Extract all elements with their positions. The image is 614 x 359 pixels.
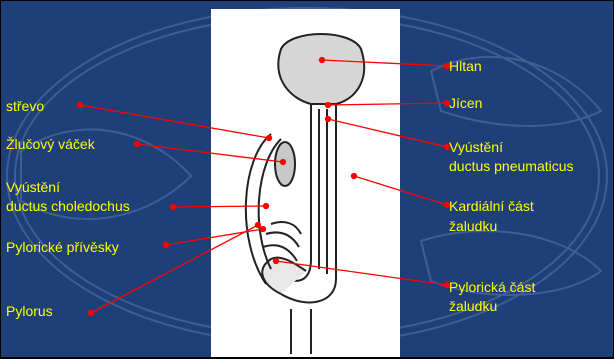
anatomy-illustration-panel [211,9,400,357]
label-vyusteni-pneumaticus-line2: ductus pneumaticus [449,157,574,175]
label-zlucovy-vacek: Žlučový váček [6,135,95,153]
label-hltan: Hltan [449,57,482,75]
fish-digestive-tract-drawing [211,9,400,357]
label-pyloricka-line1: Pylorická část [449,278,535,296]
label-pylorus: Pylorus [6,302,53,320]
label-vyusteni-pneumaticus-line1: Vyústění [449,138,503,156]
label-vyusteni-choledochus-line1: Vyústění [6,178,60,196]
label-strevo: střevo [6,97,44,115]
label-vyusteni-choledochus-line2: ductus choledochus [6,197,130,215]
label-kardialni-line2: žaludku [449,217,497,235]
label-pyloricka-line2: žaludku [449,297,497,315]
label-pyloricke-privesky: Pylorické přívěsky [6,238,119,256]
label-kardialni-line1: Kardiální část [449,197,534,215]
label-jicen: Jícen [449,94,482,112]
